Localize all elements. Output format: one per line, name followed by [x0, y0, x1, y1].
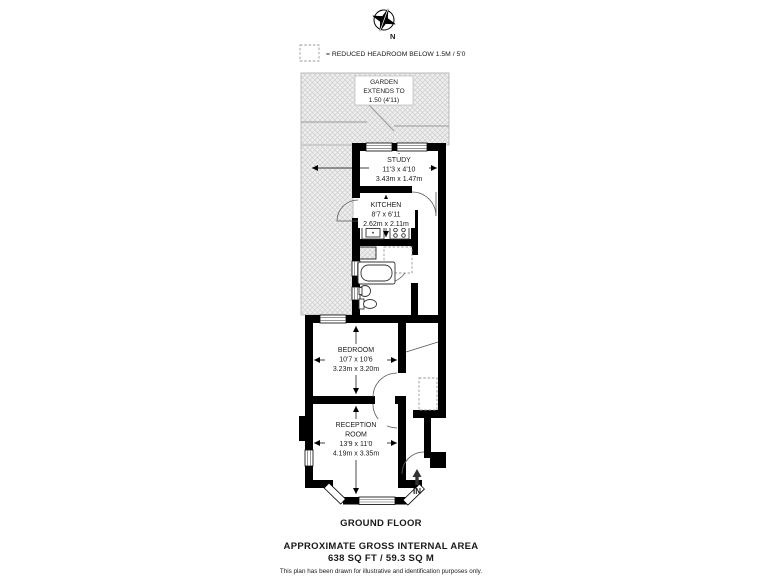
entrance-door — [401, 451, 425, 475]
bedroom-imperial: 10'7 x 10'6 — [339, 357, 373, 364]
kitchen-metric: 2.62m x 2.11m — [363, 221, 409, 228]
garden-area: GARDEN EXTENDS TO 1.50 (4'11) — [300, 72, 450, 316]
compass-icon: N — [371, 7, 397, 41]
floor-title: GROUND FLOOR — [340, 518, 422, 529]
doors — [336, 191, 439, 475]
basin — [358, 285, 371, 297]
reception-imperial: 13'9 x 11'0 — [340, 441, 373, 448]
kitchen-imperial: 8'7 x 6'11 — [371, 212, 400, 219]
study-window — [365, 142, 393, 152]
legend-text: = REDUCED HEADROOM BELOW 1.5M / 5'0 — [326, 51, 466, 58]
bedroom-door — [372, 372, 398, 398]
kitchen-hob — [389, 225, 410, 240]
garden-label: 1.50 (4'11) — [369, 97, 399, 104]
garden-boundary-line — [301, 121, 449, 127]
reduced-headroom-area-hall — [418, 377, 438, 411]
entrance-marker: IN — [412, 469, 422, 496]
garden-break-line — [367, 103, 395, 132]
reception-metric: 4.19m x 3.35m — [333, 451, 379, 458]
bedroom-name: BEDROOM — [338, 347, 374, 354]
reception-name-line1: RECEPTION — [336, 422, 377, 429]
garden-label-box — [354, 75, 414, 106]
room-labels: STUDY 11'3 x 4'10 3.43m x 1.47m KITCHEN … — [325, 154, 429, 460]
kitchen-exterior-door — [336, 199, 359, 222]
reception-name-line2: ROOM — [345, 432, 367, 439]
compass-north-label: N — [390, 32, 395, 41]
hall-study-door — [411, 191, 437, 217]
bay-window-left — [323, 482, 347, 505]
kitchen-name: KITCHEN — [371, 202, 402, 209]
study-window — [396, 142, 428, 152]
legend-swatch — [299, 44, 320, 62]
toilet — [358, 298, 377, 310]
study-imperial: 11'3 x 4'10 — [383, 167, 416, 174]
bedroom-metric: 3.23m x 3.20m — [333, 366, 379, 373]
disclaimer: This plan has been drawn for illustrativ… — [280, 568, 482, 575]
entrance-label: IN — [413, 487, 421, 496]
study-metric: 3.43m x 1.47m — [376, 176, 422, 183]
bay-window-front — [358, 496, 396, 505]
reception-side-window — [304, 449, 314, 467]
legend: = REDUCED HEADROOM BELOW 1.5M / 5'0 — [299, 44, 466, 62]
footer: GROUND FLOOR APPROXIMATE GROSS INTERNAL … — [280, 518, 482, 575]
garden-label: EXTENDS TO — [363, 88, 404, 95]
study-name: STUDY — [387, 157, 411, 164]
hall-step-line — [405, 341, 439, 353]
area-value: 638 SQ FT / 59.3 SQ M — [328, 553, 434, 564]
windows — [304, 142, 428, 506]
bay-window-right — [402, 483, 425, 506]
garden-label: GARDEN — [370, 79, 398, 86]
area-heading: APPROXIMATE GROSS INTERNAL AREA — [284, 541, 479, 552]
bathtub — [357, 261, 396, 285]
bedroom-window — [319, 314, 347, 324]
entrance-arrow-icon — [412, 469, 422, 477]
